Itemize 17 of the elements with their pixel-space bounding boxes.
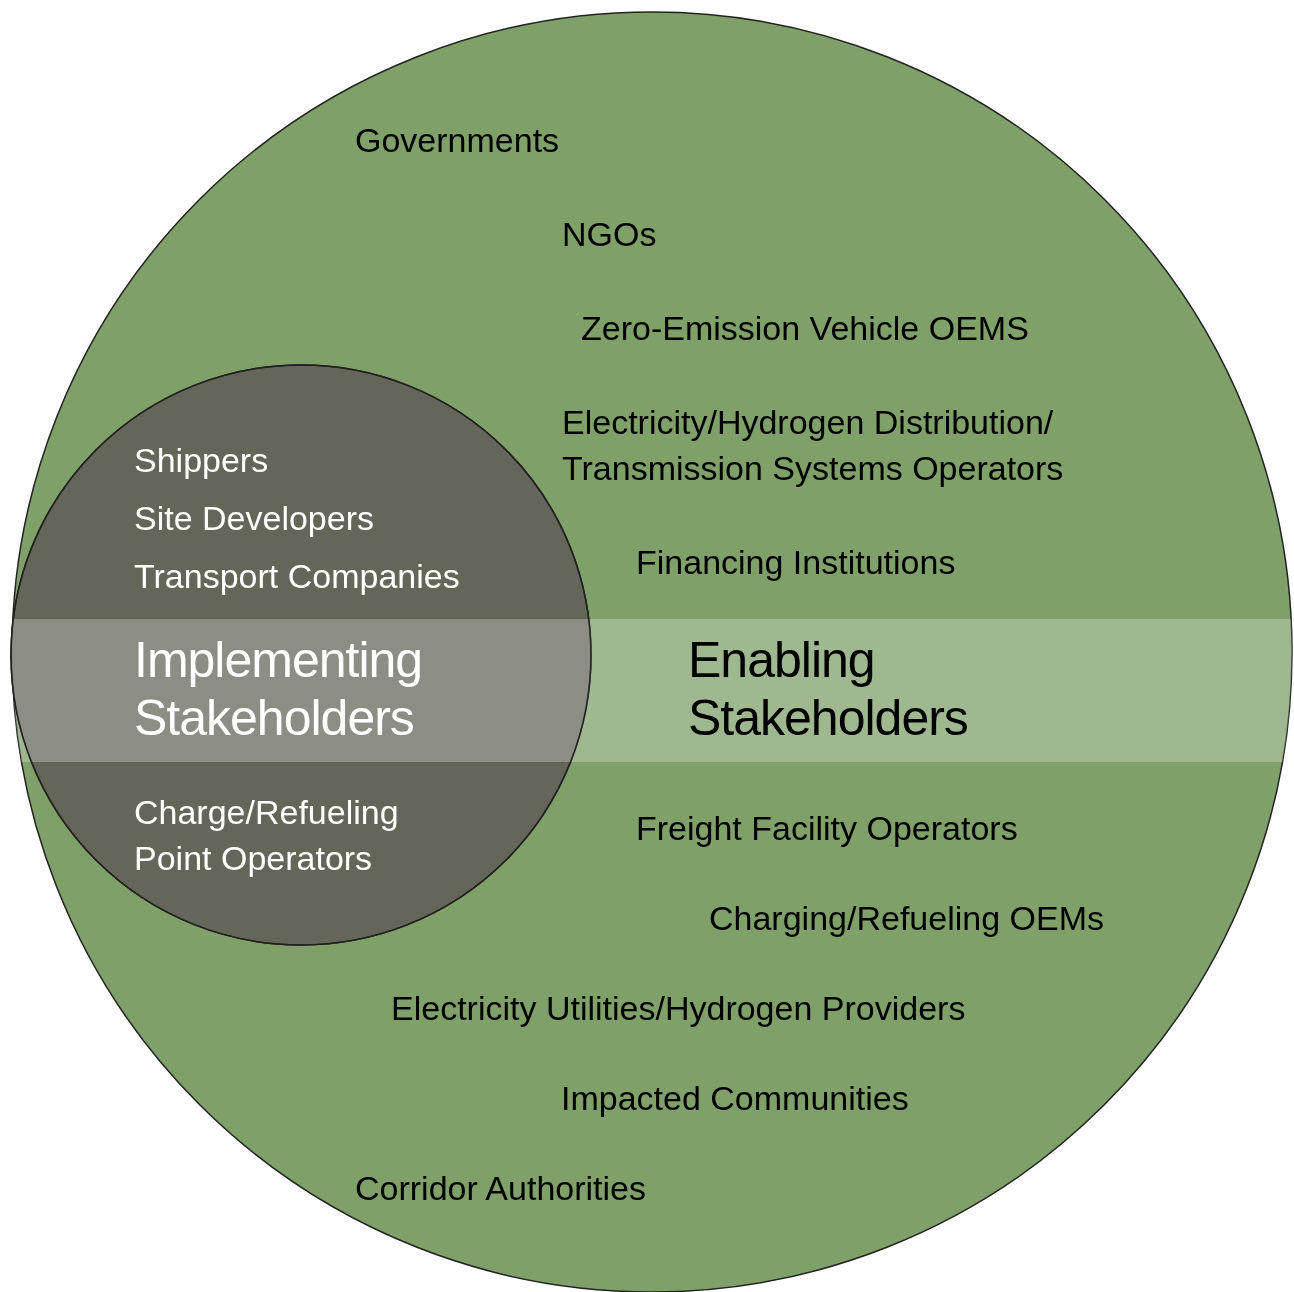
group-heading: Implementing Stakeholders bbox=[134, 631, 423, 747]
group-heading: Enabling Stakeholders bbox=[688, 631, 968, 747]
outer-circle bbox=[11, 11, 1293, 1292]
stakeholder-label: Corridor Authorities bbox=[355, 1168, 646, 1209]
stakeholder-label: Impacted Communities bbox=[561, 1078, 909, 1119]
stakeholder-label: Charging/Refueling OEMs bbox=[709, 898, 1104, 939]
stakeholder-label: Electricity/Hydrogen Distribution/ Transmission Systems Operators bbox=[562, 402, 1065, 489]
stakeholder-label: Freight Facility Operators bbox=[636, 808, 1018, 849]
stakeholder-label: Zero-Emission Vehicle OEMS bbox=[581, 308, 1029, 349]
stakeholder-label: Financing Institutions bbox=[636, 542, 956, 583]
stakeholder-label: Site Developers bbox=[134, 498, 374, 539]
stakeholder-label: Charge/Refueling Point Operators bbox=[134, 792, 400, 879]
stakeholder-label: Transport Companies bbox=[134, 556, 460, 597]
stakeholder-label: Electricity Utilities/Hydrogen Providers bbox=[391, 988, 966, 1029]
stakeholder-label: NGOs bbox=[562, 214, 657, 255]
stakeholder-label: Governments bbox=[355, 120, 560, 161]
stakeholder-label: Shippers bbox=[134, 440, 269, 481]
